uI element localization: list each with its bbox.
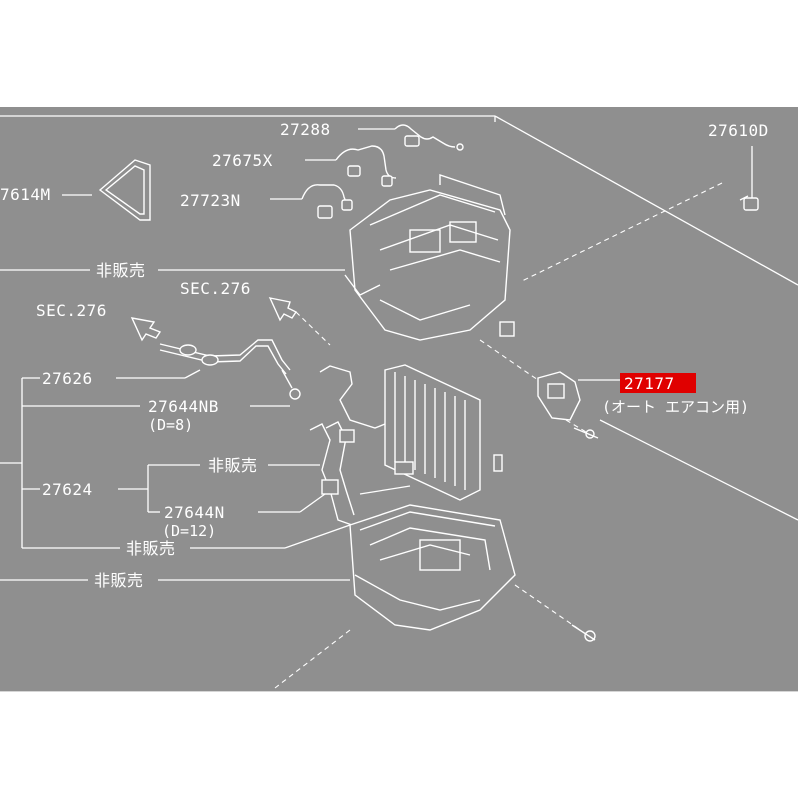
label-27177-note: (オート エアコン用) xyxy=(602,398,749,416)
label-27644n: 27644N xyxy=(164,503,225,522)
label-27644nb-note: (D=8) xyxy=(148,416,193,434)
label-27723n: 27723N xyxy=(180,191,241,210)
part-27288-sensor[interactable] xyxy=(358,124,464,151)
leader-line-right xyxy=(599,419,798,521)
lower-case[interactable] xyxy=(349,504,516,631)
label-not-for-sale-2: 非販売 xyxy=(208,456,258,475)
label-27614m: 7614M xyxy=(0,185,51,204)
label-not-for-sale-4: 非販売 xyxy=(94,571,144,590)
label-sec276-upper: SEC.276 xyxy=(180,279,251,298)
label-not-for-sale-3: 非販売 xyxy=(126,539,176,558)
label-27626: 27626 xyxy=(42,369,93,388)
label-27644n-note: (D=12) xyxy=(162,522,216,540)
label-27644nb: 27644NB xyxy=(148,397,219,416)
highlight-27177 xyxy=(620,373,696,393)
part-27614m-seal[interactable] xyxy=(62,159,151,221)
label-sec276-lower: SEC.276 xyxy=(36,301,107,320)
blower-unit[interactable] xyxy=(344,174,515,341)
sec276-arrow-upper xyxy=(268,297,331,346)
bracket-27624 xyxy=(118,464,326,513)
part-27675x-sensor[interactable] xyxy=(305,145,397,187)
diagram-panel: 27288 27675X 27723N 7614M 27610D 非販売 SEC… xyxy=(0,107,798,693)
label-27610d: 27610D xyxy=(708,121,769,140)
left-bracket-tree xyxy=(0,369,351,549)
expansion-pipe[interactable] xyxy=(309,365,503,526)
label-27177[interactable]: 27177 xyxy=(624,374,675,393)
lower-dashed-lead xyxy=(274,629,351,689)
part-27723n-sensor[interactable] xyxy=(270,184,353,219)
part-27610d-bolt[interactable] xyxy=(519,146,759,283)
label-27288: 27288 xyxy=(280,120,331,139)
label-27624: 27624 xyxy=(42,480,93,499)
part-27626-pipe[interactable] xyxy=(159,339,301,400)
label-27675x: 27675X xyxy=(212,151,273,170)
bottom-bolt[interactable] xyxy=(514,584,596,642)
sec276-arrow-lower xyxy=(130,317,162,342)
part-27177-sensor[interactable] xyxy=(479,339,620,439)
label-not-for-sale-1: 非販売 xyxy=(96,261,146,280)
evaporator-core[interactable] xyxy=(384,364,481,501)
parts-diagram: 27288 27675X 27723N 7614M 27610D 非販売 SEC… xyxy=(0,115,798,693)
